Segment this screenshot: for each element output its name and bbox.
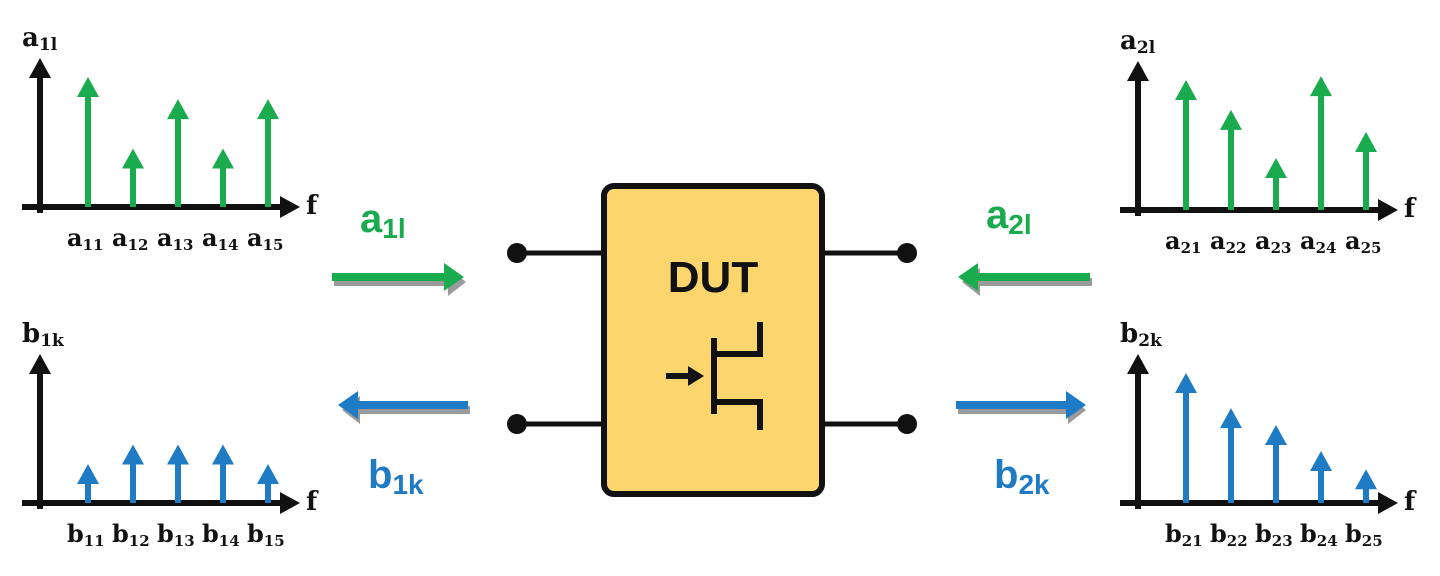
y-axis [1127, 354, 1149, 509]
spectrum-a1: a1l f a11 a12 a13 a14 a15 [22, 23, 319, 254]
spectral-line [1310, 76, 1332, 210]
x-axis-label: f [306, 191, 319, 221]
tick-label: a21 [1165, 226, 1201, 257]
transistor-icon [666, 322, 763, 430]
b2-reflected-arrow [956, 391, 1086, 424]
spectral-line [77, 464, 99, 503]
tick-label: a23 [1255, 226, 1291, 257]
b2-flow-label: b2k [994, 453, 1050, 500]
x-axis-label: f [306, 487, 319, 517]
tick-label: b14 [202, 519, 240, 550]
spectral-line [122, 444, 144, 503]
spectral-line [1310, 451, 1332, 503]
spectral-line [257, 99, 279, 207]
tick-label: b11 [67, 519, 105, 550]
spectral-line [212, 148, 234, 207]
x-axis [1120, 199, 1398, 221]
x-axis-label: f [1404, 487, 1417, 517]
tick-label: b23 [1255, 519, 1293, 550]
spectral-line [257, 464, 279, 503]
tick-label: b21 [1165, 519, 1203, 550]
spectral-line [212, 444, 234, 503]
tick-label: a11 [67, 223, 103, 254]
tick-label: b24 [1300, 519, 1338, 550]
y-axis-label: a1l [22, 23, 58, 55]
spectral-line [1265, 425, 1287, 503]
tick-label: a13 [157, 223, 193, 254]
y-axis [1127, 61, 1149, 216]
tick-label: a15 [247, 223, 283, 254]
tick-label: b12 [112, 519, 150, 550]
tick-label: b15 [247, 519, 285, 550]
spectral-line [1265, 158, 1287, 210]
y-axis-label: b1k [22, 319, 65, 351]
x-axis [1120, 492, 1398, 514]
b1-reflected-arrow [338, 391, 470, 424]
a2-incident-arrow [958, 263, 1092, 296]
a1-incident-arrow [332, 263, 466, 296]
y-axis [29, 354, 51, 509]
tick-label: b25 [1345, 519, 1383, 550]
y-axis-label: a2l [1120, 26, 1156, 58]
tick-label: a25 [1345, 226, 1381, 257]
tick-label: a24 [1300, 226, 1336, 257]
spectral-line [1175, 373, 1197, 503]
spectral-line [1220, 109, 1242, 210]
x-axis [22, 492, 300, 514]
port-2-terminals [822, 243, 917, 434]
tick-label: a12 [112, 223, 148, 254]
port-1-terminals [507, 243, 604, 434]
spectral-line [1355, 469, 1377, 503]
x-axis-label: f [1404, 194, 1417, 224]
spectral-line [167, 444, 189, 503]
spectrum-a2: a2l f a21 a22 a23 a24 a25 [1120, 26, 1417, 257]
tick-label: b13 [157, 519, 195, 550]
dut-label: DUT [668, 253, 759, 302]
y-axis [29, 58, 51, 213]
spectral-line [1355, 132, 1377, 210]
spectral-line [1220, 408, 1242, 503]
a1-flow-label: a1l [360, 197, 406, 244]
tick-label: a14 [202, 223, 238, 254]
tick-label: b22 [1210, 519, 1248, 550]
spectral-line [122, 148, 144, 207]
b1-flow-label: b1k [368, 453, 424, 500]
y-axis-label: b2k [1120, 319, 1163, 351]
a2-flow-label: a2l [986, 193, 1032, 240]
x-axis [22, 196, 300, 218]
spectral-line [1175, 80, 1197, 210]
spectral-line [77, 77, 99, 207]
tick-label: a22 [1210, 226, 1246, 257]
spectral-line [167, 99, 189, 207]
